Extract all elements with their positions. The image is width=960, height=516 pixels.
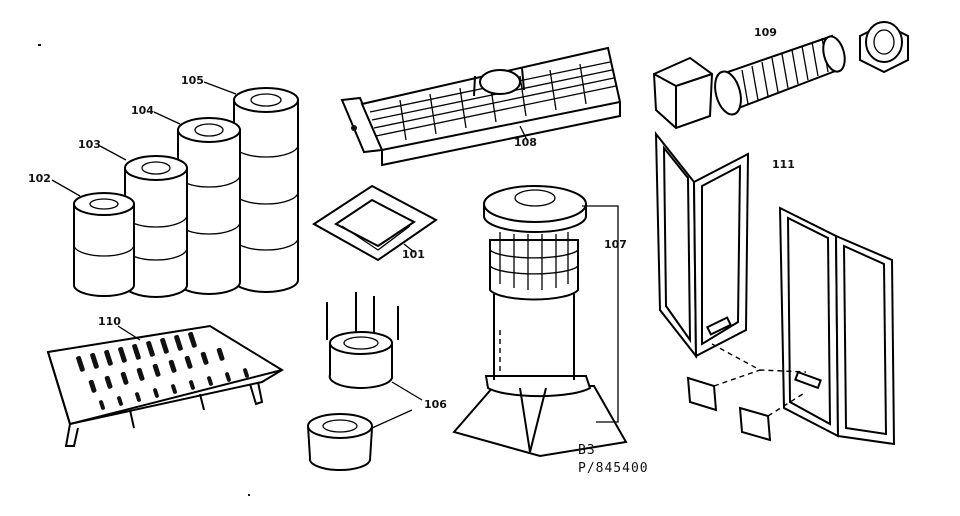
label-101: 101 — [402, 248, 425, 261]
label-106: 106 — [424, 398, 447, 411]
glass-doors-111 — [654, 131, 896, 446]
label-102: 102 — [28, 172, 51, 185]
reference-code-line2: P/845400 — [578, 461, 649, 476]
log-cylinder-103 — [124, 155, 188, 298]
log-cylinder-104 — [177, 117, 241, 295]
adapter-plate-101 — [312, 184, 438, 262]
label-105: 105 — [181, 74, 204, 87]
grate-110 — [46, 324, 284, 447]
chimney-107 — [452, 185, 628, 458]
reference-code-line1: B3 — [578, 443, 596, 458]
log-stack-102-105 — [51, 81, 299, 298]
blower-108 — [340, 46, 622, 167]
label-104: 104 — [131, 104, 154, 117]
label-108: 108 — [514, 136, 537, 149]
label-111: 111 — [772, 158, 795, 171]
log-cylinder-102 — [73, 192, 135, 297]
label-110: 110 — [98, 315, 121, 328]
scan-speck — [38, 44, 41, 46]
label-103: 103 — [78, 138, 101, 151]
log-cylinder-105 — [233, 87, 299, 293]
hose-kit-109 — [652, 21, 909, 130]
scan-speck-2 — [248, 494, 250, 496]
label-109: 109 — [754, 26, 777, 39]
collars-106 — [306, 292, 423, 472]
label-107: 107 — [604, 238, 627, 251]
